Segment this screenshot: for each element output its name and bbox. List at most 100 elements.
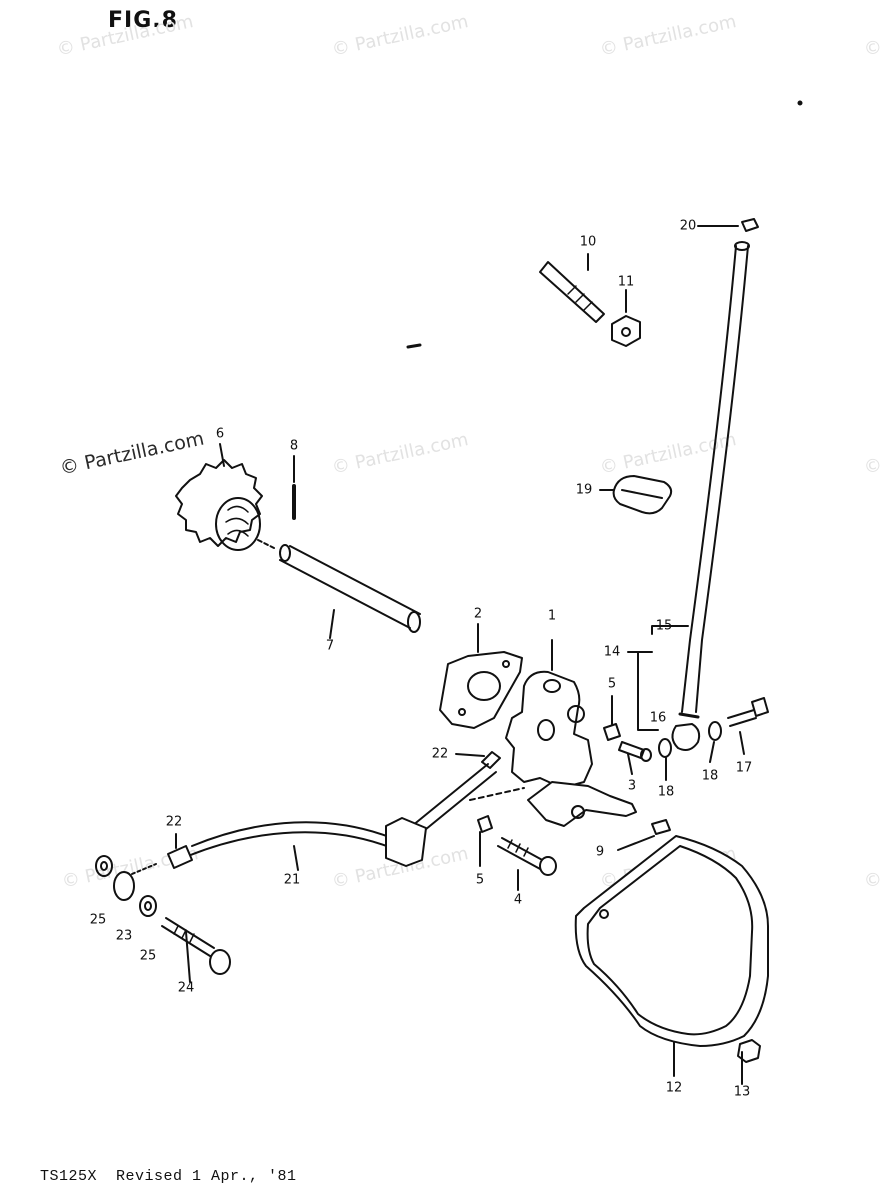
callout-10: 10 — [579, 234, 597, 250]
part-13-screw — [737, 1039, 761, 1063]
callout-12: 12 — [665, 1080, 683, 1096]
part-18-washer — [658, 738, 672, 758]
part-23-banjo — [113, 871, 135, 901]
callout-leader — [709, 741, 715, 763]
part-23-dash — [131, 863, 157, 875]
callout-14: 14 — [603, 644, 621, 660]
part-6-gear-hub — [215, 497, 261, 551]
part-20-clip — [741, 218, 759, 232]
callout-22: 22 — [431, 746, 449, 762]
callout-leader — [293, 845, 299, 871]
part-21-clamp — [385, 817, 427, 867]
part-7-shaft-end — [279, 544, 291, 562]
callout-6: 6 — [215, 426, 225, 442]
part-5-washer — [477, 815, 493, 833]
callout-23: 23 — [115, 928, 133, 944]
part-15-hose-end — [734, 241, 750, 251]
part-19-slot — [621, 489, 663, 499]
part-3-bolt-head — [640, 748, 652, 762]
part-15-bracket — [651, 625, 689, 635]
callout-11: 11 — [617, 274, 635, 290]
part-22-leader — [455, 753, 485, 757]
part-4-screw — [497, 837, 547, 871]
part-18-washer — [708, 721, 722, 741]
part-11-nut-hole — [621, 327, 631, 337]
callout-19: 19 — [575, 482, 593, 498]
callout-18: 18 — [657, 784, 675, 800]
part-2-gasket-bolt-hole — [458, 708, 466, 716]
part-15-hose — [681, 245, 737, 713]
part-24-bolt-head — [209, 949, 231, 975]
callout-7: 7 — [325, 638, 335, 654]
part-25-washer-inner — [100, 861, 108, 871]
part-25-washer — [95, 855, 113, 877]
part-25-washer — [139, 895, 157, 917]
figure-title: FIG.8 — [108, 8, 178, 33]
part-7-shaft — [279, 545, 421, 629]
callout-4: 4 — [513, 892, 523, 908]
part-1-pump-body — [505, 670, 593, 789]
callout-25: 25 — [89, 912, 107, 928]
callout-24: 24 — [177, 980, 195, 996]
part-10-adjuster — [539, 261, 605, 323]
part-22-lower-fitting — [167, 845, 193, 869]
callout-leader — [329, 609, 335, 639]
footer-revision-note: TS125X Revised 1 Apr., '81 — [40, 1168, 297, 1185]
part-7-shaft-tip — [407, 611, 421, 633]
stray-mark — [406, 343, 422, 349]
callout-5: 5 — [607, 676, 617, 692]
part-4-thread — [507, 839, 529, 857]
callout-2: 2 — [473, 606, 483, 622]
part-16-hose-band — [678, 712, 700, 719]
part-21-oil-line — [191, 821, 393, 847]
part-25-washer-inner — [144, 901, 152, 911]
callout-25: 25 — [139, 948, 157, 964]
part-12-cover-inner — [586, 845, 754, 1036]
callout-16: 16 — [649, 710, 667, 726]
part-9-plug — [651, 819, 671, 835]
stray-dot — [797, 100, 803, 106]
part-1-pump-lever-pivot — [571, 805, 585, 819]
callout-18: 18 — [701, 768, 719, 784]
part-1-pump-lever — [527, 781, 637, 827]
callout-13: 13 — [733, 1084, 751, 1100]
part-1-pump-boss — [567, 705, 585, 723]
part-2-gasket-hole — [467, 671, 501, 701]
part-11-nut — [611, 315, 641, 347]
callout-22: 22 — [165, 814, 183, 830]
callout-9: 9 — [595, 844, 605, 860]
callout-leader — [739, 731, 745, 755]
part-7-leader — [257, 539, 275, 549]
callout-leader — [219, 443, 225, 467]
callout-leader — [185, 931, 191, 983]
part-10-thread — [567, 285, 593, 311]
part-16-banjo — [671, 723, 701, 751]
part-21-oil-line — [187, 831, 393, 857]
part-1-pump-boss — [537, 719, 555, 741]
part-12-cover — [574, 835, 769, 1047]
part-12-cover-hole — [599, 909, 609, 919]
part-15-hose-outline — [695, 245, 749, 713]
part-6-gear-shaft-groove — [225, 505, 249, 537]
part-2-gasket-bolt-hole — [502, 660, 510, 668]
callout-15: 15 — [655, 618, 673, 634]
callout-21: 21 — [283, 872, 301, 888]
callout-1: 1 — [547, 608, 557, 624]
part-9-leader — [617, 835, 655, 851]
callout-17: 17 — [735, 760, 753, 776]
part-5-washer — [603, 723, 621, 741]
callout-leader — [627, 753, 633, 775]
part-1-dash — [469, 787, 525, 801]
part-4-screw-head — [539, 856, 557, 876]
part-6-gear — [175, 459, 263, 547]
callout-20: 20 — [679, 218, 697, 234]
part-21-oil-line-upper — [411, 763, 497, 835]
part-1-pump-boss — [543, 679, 561, 693]
callout-5: 5 — [475, 872, 485, 888]
callout-3: 3 — [627, 778, 637, 794]
part-14-bracket — [637, 651, 659, 731]
callout-8: 8 — [289, 438, 299, 454]
part-17-bolt — [727, 709, 757, 727]
part-17-bolt-head — [751, 697, 769, 717]
